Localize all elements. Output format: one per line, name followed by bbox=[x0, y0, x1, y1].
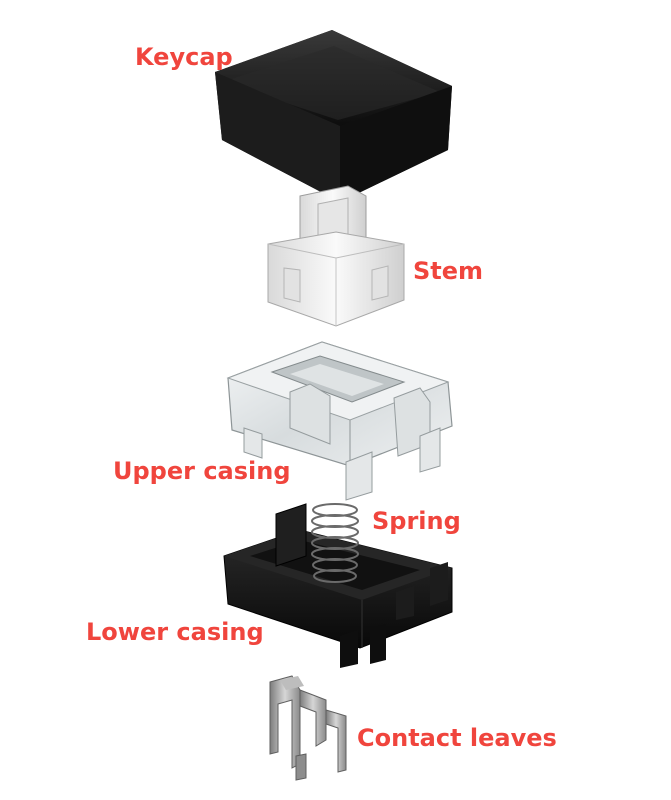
lower-casing-label: Lower casing bbox=[86, 618, 264, 646]
spring-label: Spring bbox=[372, 507, 461, 535]
contact-leaves-part bbox=[269, 675, 347, 781]
stem-label: Stem bbox=[413, 257, 484, 285]
lower-casing-part bbox=[223, 503, 453, 668]
contact-leaves-label: Contact leaves bbox=[357, 724, 557, 752]
keycap-label: Keycap bbox=[135, 43, 233, 71]
upper-casing-part bbox=[226, 341, 453, 501]
stem-part bbox=[267, 185, 405, 327]
spring-part bbox=[311, 503, 359, 583]
upper-casing-label: Upper casing bbox=[113, 457, 291, 485]
keycap-part bbox=[215, 30, 452, 202]
